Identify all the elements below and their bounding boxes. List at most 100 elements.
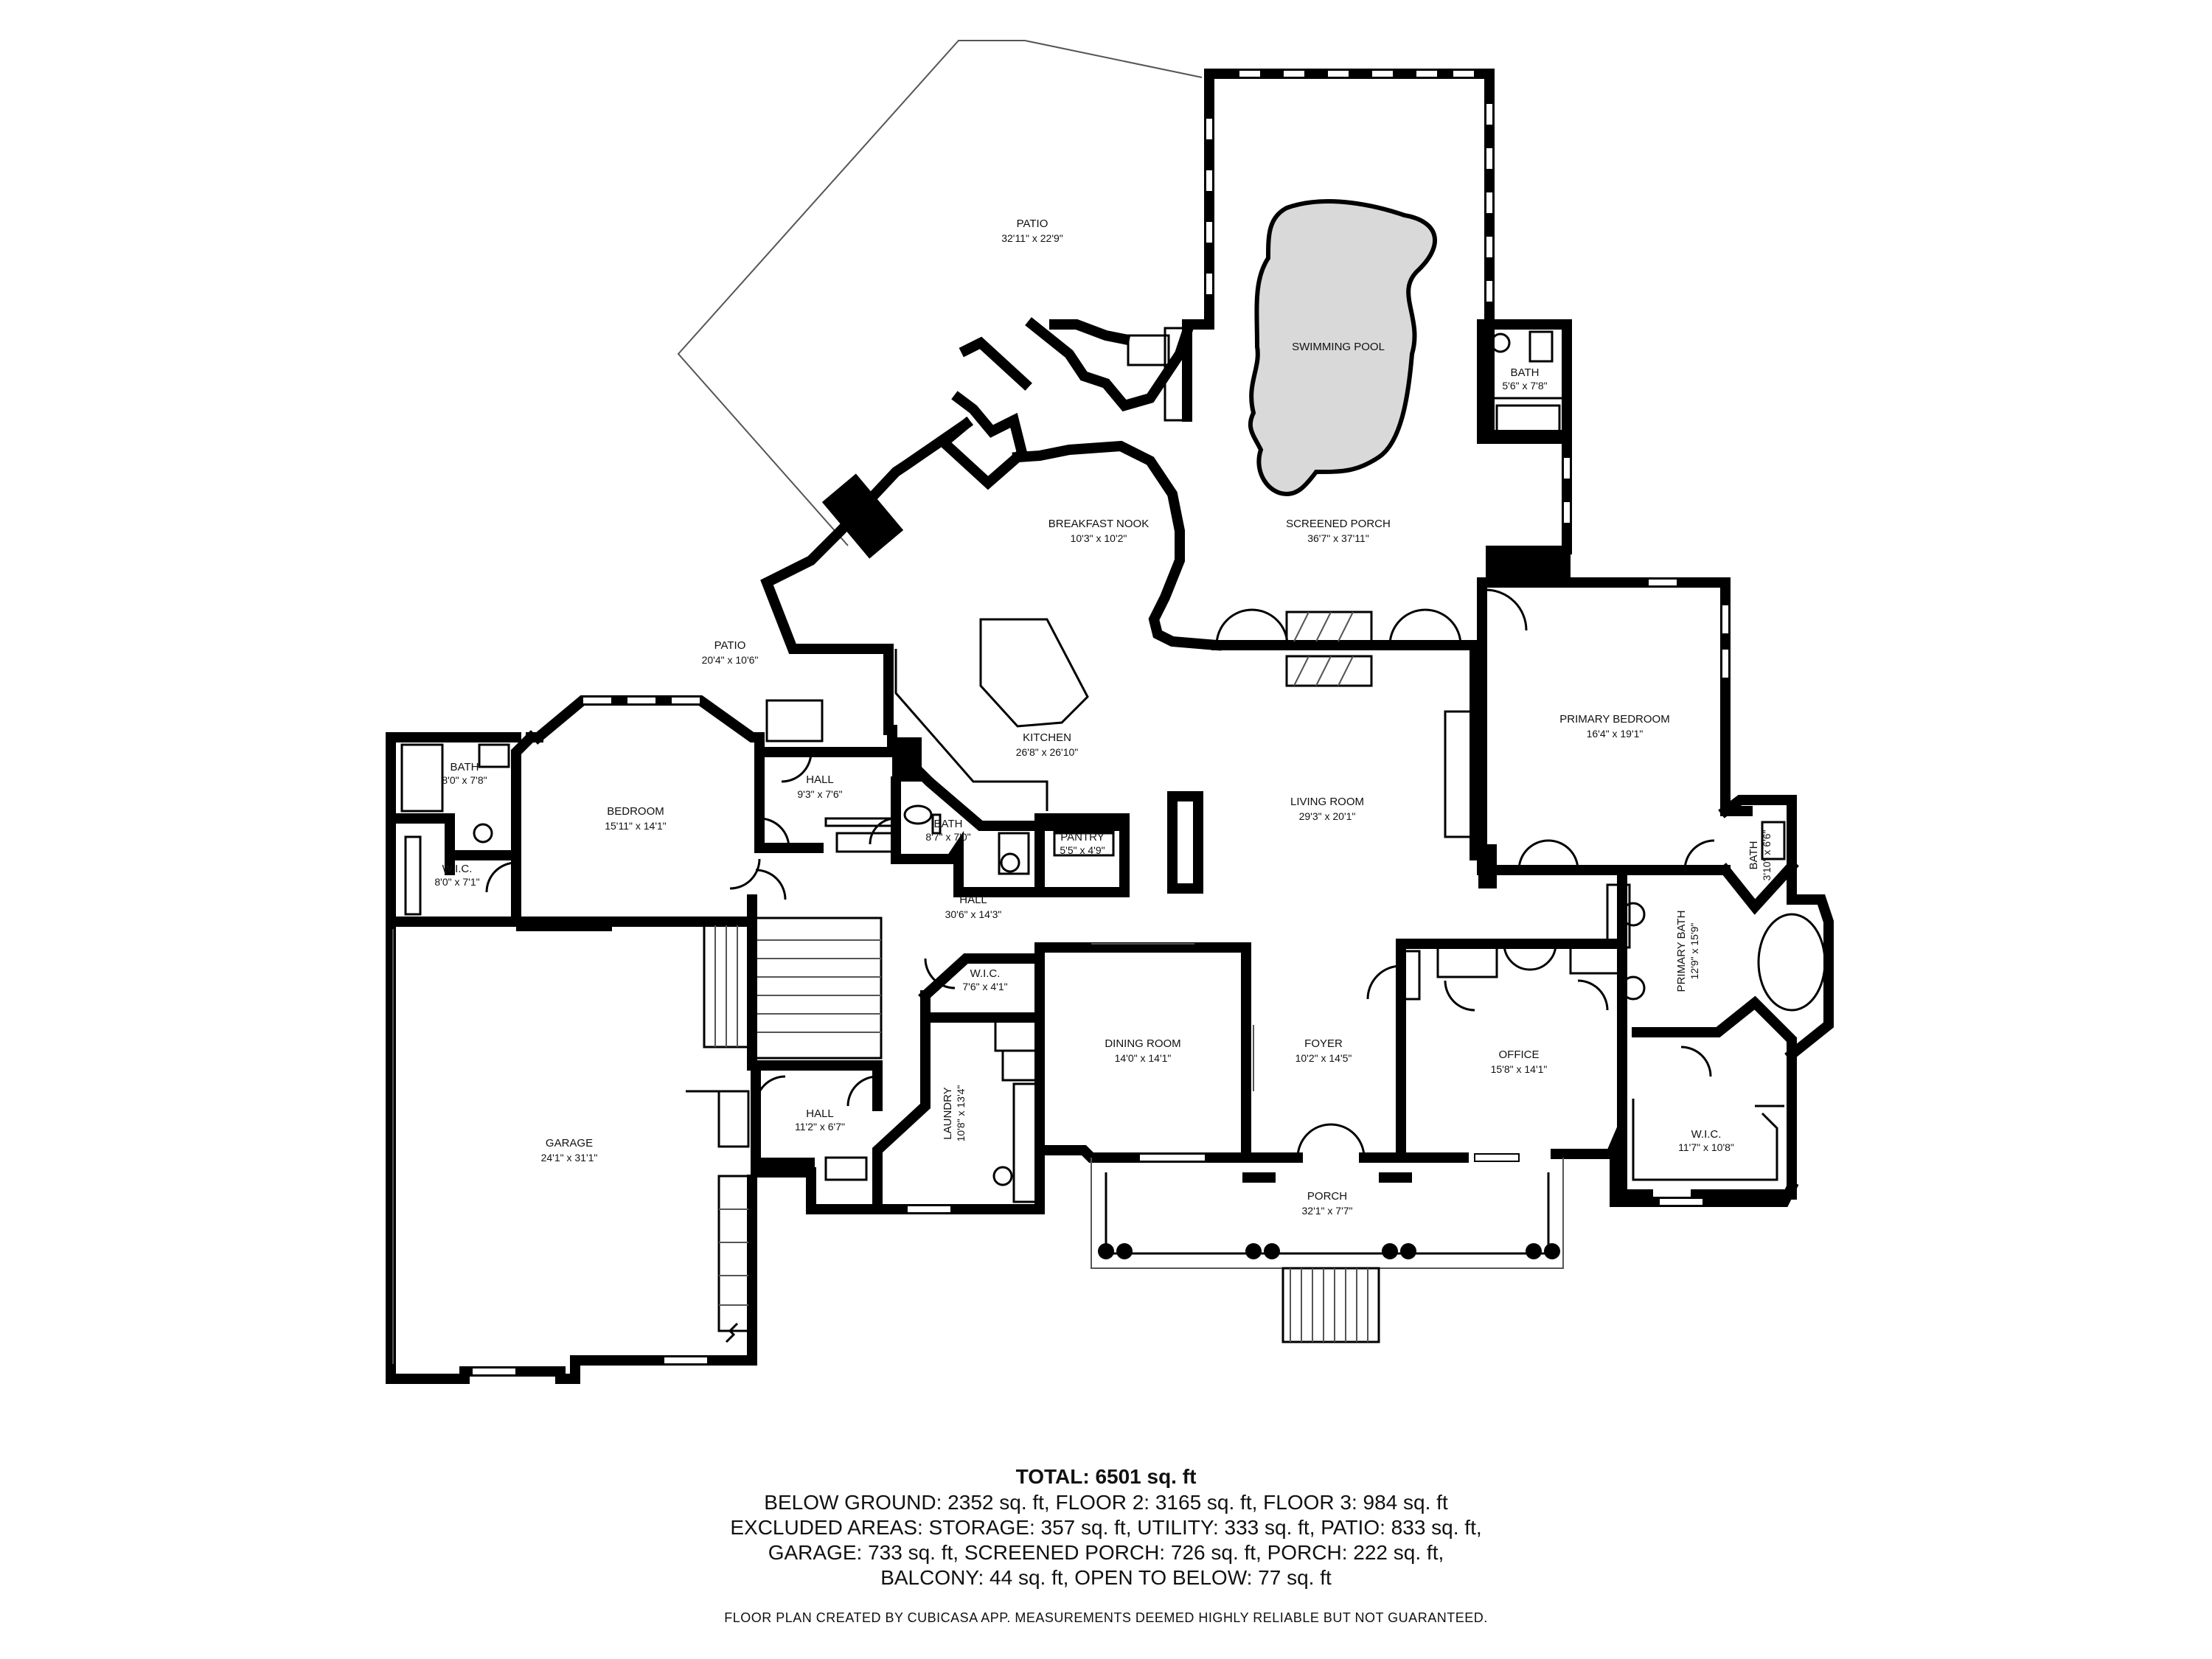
- svg-text:W.I.C.: W.I.C.: [1691, 1128, 1722, 1141]
- svg-text:LIVING ROOM: LIVING ROOM: [1290, 796, 1364, 808]
- summary-line: GARAGE: 733 sq. ft, SCREENED PORCH: 726 …: [768, 1541, 1444, 1564]
- bath-wic-west-walls: [386, 732, 521, 927]
- label-bedroom: BEDROOM 15'11" x 14'1": [605, 805, 667, 832]
- label-primary-bedroom: PRIMARY BEDROOM 16'4" x 19'1": [1559, 713, 1669, 740]
- svg-text:30'6" x 14'3": 30'6" x 14'3": [945, 908, 1002, 920]
- label-screened-porch: SCREENED PORCH 36'7" x 37'11": [1286, 518, 1391, 544]
- fireplace: [1285, 611, 1373, 687]
- laundry-walls: [872, 953, 1045, 1214]
- svg-text:OFFICE: OFFICE: [1499, 1048, 1540, 1061]
- svg-text:BEDROOM: BEDROOM: [607, 805, 664, 818]
- total-area: TOTAL: 6501 sq. ft: [1015, 1465, 1197, 1488]
- label-patio-west: PATIO 20'4" x 10'6": [702, 639, 759, 666]
- summary-line: EXCLUDED AREAS: STORAGE: 357 sq. ft, UTI…: [730, 1516, 1482, 1539]
- svg-text:FOYER: FOYER: [1304, 1037, 1343, 1050]
- svg-text:BATH: BATH: [934, 818, 963, 830]
- svg-text:15'8" x 14'1": 15'8" x 14'1": [1491, 1063, 1548, 1075]
- svg-text:14'0" x 14'1": 14'0" x 14'1": [1115, 1052, 1172, 1064]
- main-house-walls: [760, 319, 1480, 860]
- svg-text:PORCH: PORCH: [1307, 1190, 1347, 1203]
- label-dining-room: DINING ROOM 14'0" x 14'1": [1105, 1037, 1180, 1064]
- stairs: [703, 869, 883, 1060]
- label-patio-north: PATIO 32'11" x 22'9": [1001, 218, 1063, 244]
- screened-porch-walls: [1182, 69, 1572, 579]
- svg-text:5'6" x 7'8": 5'6" x 7'8": [1502, 380, 1547, 392]
- svg-text:8'7" x 7'0": 8'7" x 7'0": [925, 831, 970, 843]
- label-hall-main: HALL 30'6" x 14'3": [945, 894, 1002, 920]
- bath-pool-walls: [1477, 319, 1572, 444]
- patio-north-outline: [677, 40, 1203, 546]
- svg-text:15'11" x 14'1": 15'11" x 14'1": [605, 820, 667, 832]
- label-breakfast-nook: BREAKFAST NOOK 10'3" x 10'2": [1048, 518, 1149, 544]
- label-wic-primary: W.I.C.11'7" x 10'8": [1678, 1128, 1734, 1153]
- svg-text:LAUNDRY: LAUNDRY: [942, 1087, 954, 1139]
- svg-text:10'3" x 10'2": 10'3" x 10'2": [1071, 532, 1127, 544]
- svg-text:7'6" x 4'1": 7'6" x 4'1": [962, 981, 1007, 992]
- svg-text:8'0" x 7'8": 8'0" x 7'8": [442, 774, 487, 786]
- svg-text:BREAKFAST NOOK: BREAKFAST NOOK: [1048, 518, 1149, 530]
- primary-bedroom-walls: [1444, 577, 1753, 888]
- svg-text:W.I.C.: W.I.C.: [442, 863, 473, 875]
- svg-text:PRIMARY BATH: PRIMARY BATH: [1675, 911, 1688, 992]
- svg-text:3'10" x 6'6": 3'10" x 6'6": [1761, 830, 1773, 880]
- label-hall-small: HALL 9'3" x 7'6": [797, 773, 842, 800]
- area-summary: TOTAL: 6501 sq. ft BELOW GROUND: 2352 sq…: [0, 1464, 2212, 1590]
- label-living-room: LIVING ROOM 29'3" x 20'1": [1290, 796, 1364, 822]
- label-swimming-pool: SWIMMING POOL: [1292, 341, 1385, 353]
- svg-text:10'2" x 14'5": 10'2" x 14'5": [1295, 1052, 1352, 1064]
- wic-primary-walls: [1610, 1042, 1799, 1207]
- svg-text:29'3" x 20'1": 29'3" x 20'1": [1299, 810, 1356, 822]
- summary-line: BELOW GROUND: 2352 sq. ft, FLOOR 2: 3165…: [764, 1491, 1448, 1514]
- svg-text:36'7" x 37'11": 36'7" x 37'11": [1307, 532, 1369, 544]
- svg-text:BATH: BATH: [1511, 366, 1540, 379]
- label-office: OFFICE 15'8" x 14'1": [1491, 1048, 1548, 1075]
- svg-text:PATIO: PATIO: [714, 639, 746, 652]
- nook-northwest-walls: [951, 317, 1194, 456]
- svg-text:32'1" x 7'7": 32'1" x 7'7": [1302, 1205, 1353, 1217]
- credit-note: FLOOR PLAN CREATED BY CUBICASA APP. MEAS…: [724, 1610, 1488, 1625]
- svg-text:PANTRY: PANTRY: [1060, 831, 1104, 844]
- svg-text:12'9" x 15'9": 12'9" x 15'9": [1688, 923, 1700, 980]
- svg-text:26'8" x 26'10": 26'8" x 26'10": [1016, 746, 1079, 758]
- svg-text:10'8" x 13'4": 10'8" x 13'4": [955, 1085, 967, 1142]
- svg-text:20'4" x 10'6": 20'4" x 10'6": [702, 654, 759, 666]
- label-wic-west: W.I.C.8'0" x 7'1": [434, 863, 479, 888]
- svg-text:PRIMARY BEDROOM: PRIMARY BEDROOM: [1559, 713, 1669, 726]
- pantry-bath-walls: [891, 776, 1203, 897]
- svg-text:KITCHEN: KITCHEN: [1023, 731, 1071, 744]
- svg-text:HALL: HALL: [959, 894, 987, 906]
- svg-text:9'3" x 7'6": 9'3" x 7'6": [797, 788, 842, 800]
- svg-text:GARAGE: GARAGE: [546, 1137, 593, 1150]
- svg-text:32'11" x 22'9": 32'11" x 22'9": [1001, 232, 1063, 244]
- garage-walls: [386, 917, 757, 1384]
- svg-text:DINING ROOM: DINING ROOM: [1105, 1037, 1180, 1050]
- svg-text:16'4" x 19'1": 16'4" x 19'1": [1587, 728, 1644, 740]
- svg-text:BATH: BATH: [451, 761, 479, 773]
- porch-window-marks: [1205, 69, 1571, 524]
- svg-text:HALL: HALL: [806, 773, 834, 786]
- svg-text:SWIMMING POOL: SWIMMING POOL: [1292, 341, 1385, 353]
- svg-text:W.I.C.: W.I.C.: [970, 967, 1001, 980]
- hall-garage-walls: [751, 1060, 883, 1214]
- label-kitchen: KITCHEN 26'8" x 26'10": [1016, 731, 1079, 758]
- porch-outline: [1091, 1158, 1564, 1343]
- office-walls: [1396, 939, 1627, 1163]
- svg-text:PATIO: PATIO: [1017, 218, 1048, 230]
- svg-text:SCREENED PORCH: SCREENED PORCH: [1286, 518, 1391, 530]
- label-porch: PORCH 32'1" x 7'7": [1302, 1190, 1353, 1217]
- foyer-dining-walls: [1034, 942, 1412, 1183]
- svg-text:5'5" x 4'9": 5'5" x 4'9": [1060, 844, 1105, 856]
- summary-line: BALCONY: 44 sq. ft, OPEN TO BELOW: 77 sq…: [880, 1566, 1332, 1589]
- swimming-pool-shape: [1248, 199, 1438, 497]
- svg-text:11'2" x 6'7": 11'2" x 6'7": [795, 1121, 845, 1133]
